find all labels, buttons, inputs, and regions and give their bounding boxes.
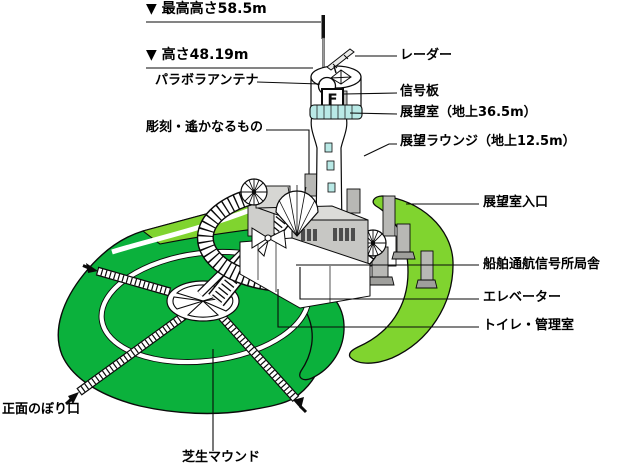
entrance-arrow-west (82, 263, 98, 273)
label-signal-station: 船舶通航信号所局舎 (483, 257, 601, 272)
label-parabola-antenna: パラボラアンテナ (155, 73, 259, 88)
base-platform (239, 237, 371, 309)
shaft-windows (324, 142, 336, 193)
parabola-leader (256, 81, 321, 85)
label-signal-board: 信号板 (400, 84, 440, 99)
label-radar: レーダー (400, 48, 453, 63)
walkway-southeast (218, 313, 300, 403)
building-windows (301, 228, 355, 241)
signal-board-leader (343, 92, 398, 95)
leader-lines (146, 21, 479, 451)
label-toilet-office: トイレ・管理室 (483, 318, 575, 333)
label-height: ▼ 高さ48.19m (146, 47, 249, 63)
beacon-box (330, 69, 352, 85)
label-elevator: エレベーター (483, 290, 562, 305)
elevator-leader (299, 267, 479, 300)
label-lawn-mound: 芝生マウンド (182, 450, 261, 465)
shell-sculpture (275, 185, 319, 237)
entrance-arrow-southeast (293, 397, 308, 414)
mound-top-path (111, 204, 259, 255)
station-building (239, 185, 371, 309)
tube-end-left (240, 178, 268, 206)
walkway-west (95, 266, 172, 297)
label-observation-lounge: 展望ラウンジ（地上12.5m） (400, 134, 576, 149)
observation-windows-band (309, 104, 363, 120)
label-observation-entrance: 展望室入口 (483, 195, 549, 210)
signal-board-letter: F (327, 91, 337, 109)
label-front-entrance: 正面のぼり口 (2, 402, 81, 417)
antenna-mast (321, 15, 326, 73)
signal-board-graphic: F (321, 88, 348, 111)
lounge-leader (363, 143, 397, 157)
label-sculpture: 彫刻・遙かなるもの (146, 120, 264, 135)
sculpture-leader-line (266, 129, 310, 186)
label-observation-room: 展望室（地上36.5m） (400, 105, 537, 120)
walkways (64, 263, 308, 414)
label-max-height: ▼ 最高高さ58.5m (146, 1, 267, 17)
observation-room-leader (349, 112, 398, 115)
entrance-arrow-southwest (64, 392, 79, 406)
toilet-leader (277, 289, 479, 328)
tower: F (309, 15, 363, 237)
radar-graphic (326, 48, 355, 74)
walkway-southwest (76, 311, 188, 396)
ribbon-sculpture (251, 227, 287, 257)
